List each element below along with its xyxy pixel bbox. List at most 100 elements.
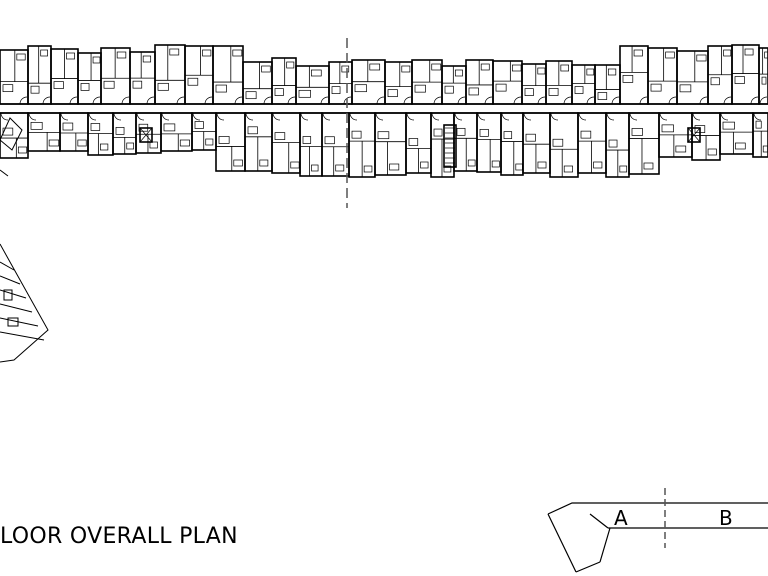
fixture [537, 67, 546, 75]
fixture [479, 128, 489, 137]
fixture [286, 61, 295, 69]
fixture [467, 159, 476, 167]
fixture [408, 138, 419, 146]
wing-fixture [3, 289, 13, 301]
lower-unit [453, 112, 478, 172]
door-swing [349, 112, 358, 121]
upper-unit [758, 47, 768, 105]
angled-wing [0, 117, 49, 363]
wing-room-wall [0, 275, 21, 285]
door-swing [611, 96, 620, 105]
fixture [142, 55, 152, 63]
door-swing [537, 96, 546, 105]
key-plan-outline [547, 502, 768, 573]
fixture [387, 89, 398, 98]
fixture [126, 142, 135, 150]
fixture [433, 128, 443, 137]
door-swing [606, 112, 615, 121]
fixture [456, 127, 466, 136]
fixture [233, 159, 243, 167]
fixture [30, 121, 43, 130]
elevator-x [139, 127, 153, 143]
fixture [723, 49, 732, 57]
fixture [454, 69, 463, 77]
door-swing [523, 112, 532, 121]
door-swing [376, 96, 385, 105]
door-swing [692, 112, 701, 121]
fixture [138, 123, 149, 132]
key-section-a-label: A [614, 506, 628, 530]
door-swing [406, 112, 415, 121]
wing-outline [0, 243, 49, 363]
upper-unit [271, 57, 297, 105]
fixture [247, 126, 258, 135]
door-swing [431, 112, 440, 121]
fixture [115, 127, 125, 135]
fixture [187, 77, 199, 86]
key-section-b-label: B [719, 506, 733, 530]
door-swing [136, 112, 145, 121]
fixture [503, 131, 513, 139]
fixture [335, 164, 345, 172]
fixture [331, 86, 341, 94]
fixture [16, 53, 26, 61]
elevator [139, 127, 153, 143]
fixture [100, 143, 109, 151]
door-swing [759, 96, 768, 105]
fixture [707, 148, 717, 156]
door-swing [550, 112, 559, 121]
fixture [608, 139, 618, 148]
wing-room-wall [0, 317, 39, 327]
fixture [324, 136, 335, 145]
fixture [764, 51, 768, 59]
upper-unit [0, 49, 29, 105]
fixture [619, 165, 628, 173]
fixture [696, 54, 707, 62]
door-swing [477, 112, 486, 121]
fixture [389, 163, 400, 171]
fixture [62, 122, 74, 131]
upper-unit [571, 64, 596, 105]
fixture [298, 89, 311, 98]
door-swing [161, 112, 170, 121]
fixture [92, 56, 101, 64]
fixture [311, 69, 322, 77]
wing-fixture [7, 317, 19, 327]
fixture [40, 49, 48, 57]
door-swing [454, 112, 463, 121]
door-swing [176, 96, 185, 105]
door-swing [403, 96, 412, 105]
fixture [480, 63, 490, 71]
fixture [245, 91, 257, 100]
fixture [17, 146, 28, 154]
fixture [524, 88, 534, 97]
door-swing [60, 112, 69, 121]
lower-unit [752, 112, 768, 158]
door-swing [121, 96, 130, 105]
fixture [548, 88, 559, 96]
fixture [710, 77, 720, 86]
fixture [30, 85, 40, 94]
fixture [274, 88, 284, 96]
door-swing [668, 96, 677, 105]
fixture [274, 132, 286, 140]
door-swing [639, 96, 648, 105]
door-swing [563, 96, 572, 105]
fixture [593, 161, 603, 169]
door-swing [28, 112, 37, 121]
fixture [679, 84, 692, 93]
door-swing [92, 96, 101, 105]
fixture [163, 123, 176, 132]
lower-unit [160, 112, 193, 152]
wing-room-wall [0, 261, 15, 271]
fixture [468, 87, 479, 96]
door-swing [513, 96, 522, 105]
fixture [607, 68, 617, 76]
stair [443, 124, 457, 168]
fixture [2, 84, 14, 93]
door-swing [19, 96, 28, 105]
fixture [259, 159, 269, 167]
drawing-title: LOOR OVERALL PLAN [0, 524, 238, 549]
door-swing [263, 96, 272, 105]
lower-unit [476, 112, 502, 173]
